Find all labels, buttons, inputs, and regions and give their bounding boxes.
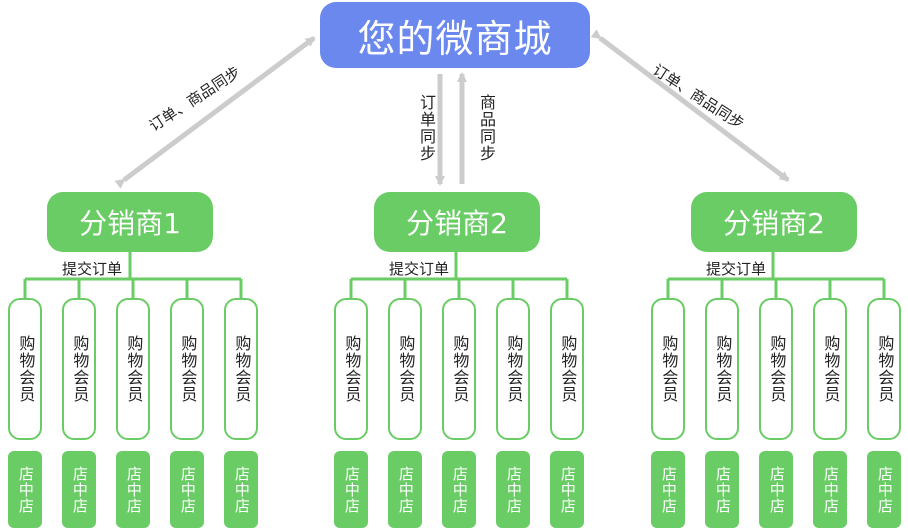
store-node: 店中店 (334, 451, 368, 528)
member-label: 购物会员 (124, 335, 144, 403)
store-node: 店中店 (224, 451, 258, 528)
member-node: 购物会员 (442, 298, 476, 440)
store-node: 店中店 (388, 451, 422, 528)
store-node: 店中店 (759, 451, 793, 528)
distributor-label-3: 分销商2 (723, 207, 825, 240)
member-label: 购物会员 (396, 335, 416, 403)
member-node: 购物会员 (388, 298, 422, 440)
submit-order-label-3: 提交订单 (706, 260, 767, 278)
member-node: 购物会员 (8, 298, 42, 440)
distributor-label-2: 分销商2 (406, 207, 508, 240)
member-label: 购物会员 (232, 335, 252, 403)
store-label: 店中店 (232, 465, 251, 514)
member-label: 购物会员 (504, 335, 524, 403)
store-label: 店中店 (70, 465, 89, 514)
member-node: 购物会员 (867, 298, 901, 440)
submit-order-label-2: 提交订单 (389, 260, 450, 278)
member-node: 购物会员 (651, 298, 685, 440)
sync-arrow-left (114, 35, 316, 189)
member-label: 购物会员 (558, 335, 578, 403)
distributor-node-1: 分销商1 (47, 192, 213, 252)
member-node: 购物会员 (813, 298, 847, 440)
distributor-node-3: 分销商2 (691, 192, 857, 252)
member-node: 购物会员 (705, 298, 739, 440)
member-label: 购物会员 (821, 335, 841, 403)
member-label: 购物会员 (16, 335, 36, 403)
store-node: 店中店 (62, 451, 96, 528)
store-node: 店中店 (8, 451, 42, 528)
member-label: 购物会员 (450, 335, 470, 403)
member-node: 购物会员 (550, 298, 584, 440)
store-label: 店中店 (396, 465, 415, 514)
store-label: 店中店 (659, 465, 678, 514)
distributor-node-2: 分销商2 (374, 192, 540, 252)
store-label: 店中店 (342, 465, 361, 514)
store-label: 店中店 (124, 465, 143, 514)
micro-mall-label: 您的微商城 (357, 16, 553, 61)
member-node: 购物会员 (496, 298, 530, 440)
submit-order-label-1: 提交订单 (62, 260, 123, 278)
store-node: 店中店 (116, 451, 150, 528)
store-node: 店中店 (705, 451, 739, 528)
member-node: 购物会员 (170, 298, 204, 440)
store-label: 店中店 (821, 465, 840, 514)
member-label: 购物会员 (767, 335, 787, 403)
store-label: 店中店 (558, 465, 577, 514)
member-node: 购物会员 (116, 298, 150, 440)
member-node: 购物会员 (334, 298, 368, 440)
store-node: 店中店 (550, 451, 584, 528)
store-label: 店中店 (767, 465, 786, 514)
store-label: 店中店 (504, 465, 523, 514)
store-node: 店中店 (813, 451, 847, 528)
store-node: 店中店 (496, 451, 530, 528)
member-label: 购物会员 (713, 335, 733, 403)
store-node: 店中店 (170, 451, 204, 528)
member-node: 购物会员 (62, 298, 96, 440)
store-label: 店中店 (450, 465, 469, 514)
store-label: 店中店 (875, 465, 894, 514)
store-node: 店中店 (867, 451, 901, 528)
member-label: 购物会员 (70, 335, 90, 403)
edge-label-center-down: 订单同步 (417, 94, 436, 162)
store-label: 店中店 (713, 465, 732, 514)
member-label: 购物会员 (342, 335, 362, 403)
distributor-label-1: 分销商1 (79, 207, 181, 240)
member-node: 购物会员 (759, 298, 793, 440)
store-label: 店中店 (178, 465, 197, 514)
distributor-tree-lines (23, 252, 886, 298)
edge-label-center-up: 商品同步 (477, 94, 496, 162)
member-label: 购物会员 (659, 335, 679, 403)
sync-arrow-right (590, 29, 790, 182)
store-node: 店中店 (651, 451, 685, 528)
store-node: 店中店 (442, 451, 476, 528)
micro-mall-node: 您的微商城 (320, 2, 590, 68)
member-node: 购物会员 (224, 298, 258, 440)
store-label: 店中店 (16, 465, 35, 514)
member-label: 购物会员 (178, 335, 198, 403)
member-label: 购物会员 (875, 335, 895, 403)
